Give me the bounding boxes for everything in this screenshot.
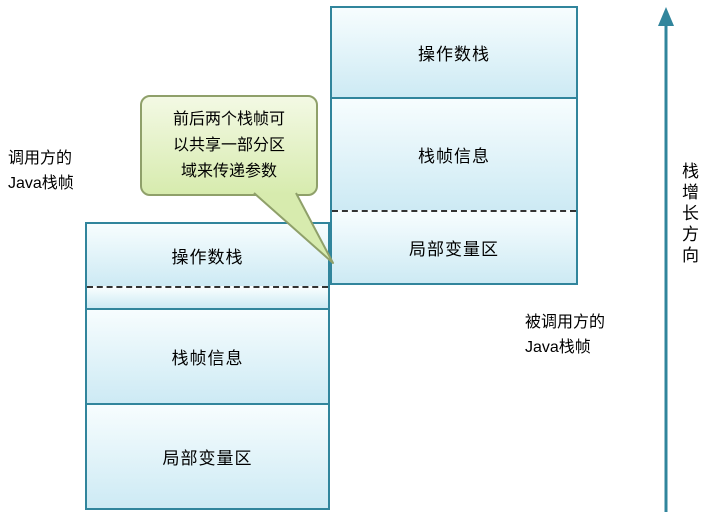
callee-section-frame-info: 栈帧信息 [332,99,576,212]
callout-line3: 域来传递参数 [180,162,277,180]
callee-frame-label-line2: Java栈帧 [525,339,591,356]
callee-frame-label: 被调用方的 Java栈帧 [525,310,605,360]
callee-operand-stack-label: 操作数栈 [418,45,490,64]
caller-frame-label-line2: Java栈帧 [8,175,74,192]
growth-direction-label: 栈增长方向 [679,162,698,267]
callout-line1: 前后两个栈帧可 [172,110,285,128]
growth-arrow-head [658,7,674,26]
caller-frame-info-label: 栈帧信息 [171,349,244,368]
caller-local-vars-label: 局部变量区 [162,449,253,468]
callee-frame-label-line1: 被调用方的 [525,314,606,331]
callee-section-operand-stack: 操作数栈 [332,8,576,99]
caller-section-frame-info: 栈帧信息 [87,310,328,405]
callout-line2: 以共享一部分区 [172,136,285,154]
callee-frame: 操作数栈 栈帧信息 局部变量区 [330,6,578,285]
caller-frame-label-line1: 调用方的 [8,150,73,167]
callee-frame-info-label: 栈帧信息 [418,147,490,166]
caller-frame-label: 调用方的 Java栈帧 [8,146,74,196]
shared-area-callout: 前后两个栈帧可 以共享一部分区 域来传递参数 [140,95,318,196]
callee-section-local-vars: 局部变量区 [332,212,576,283]
caller-operand-stack-label: 操作数栈 [171,247,244,267]
caller-section-operand-stack: 操作数栈 [87,224,328,288]
caller-section-local-vars: 局部变量区 [87,405,328,508]
caller-shared-area-strip [87,288,328,310]
caller-frame: 操作数栈 栈帧信息 局部变量区 [85,222,330,510]
callee-local-vars-label: 局部变量区 [409,240,499,259]
